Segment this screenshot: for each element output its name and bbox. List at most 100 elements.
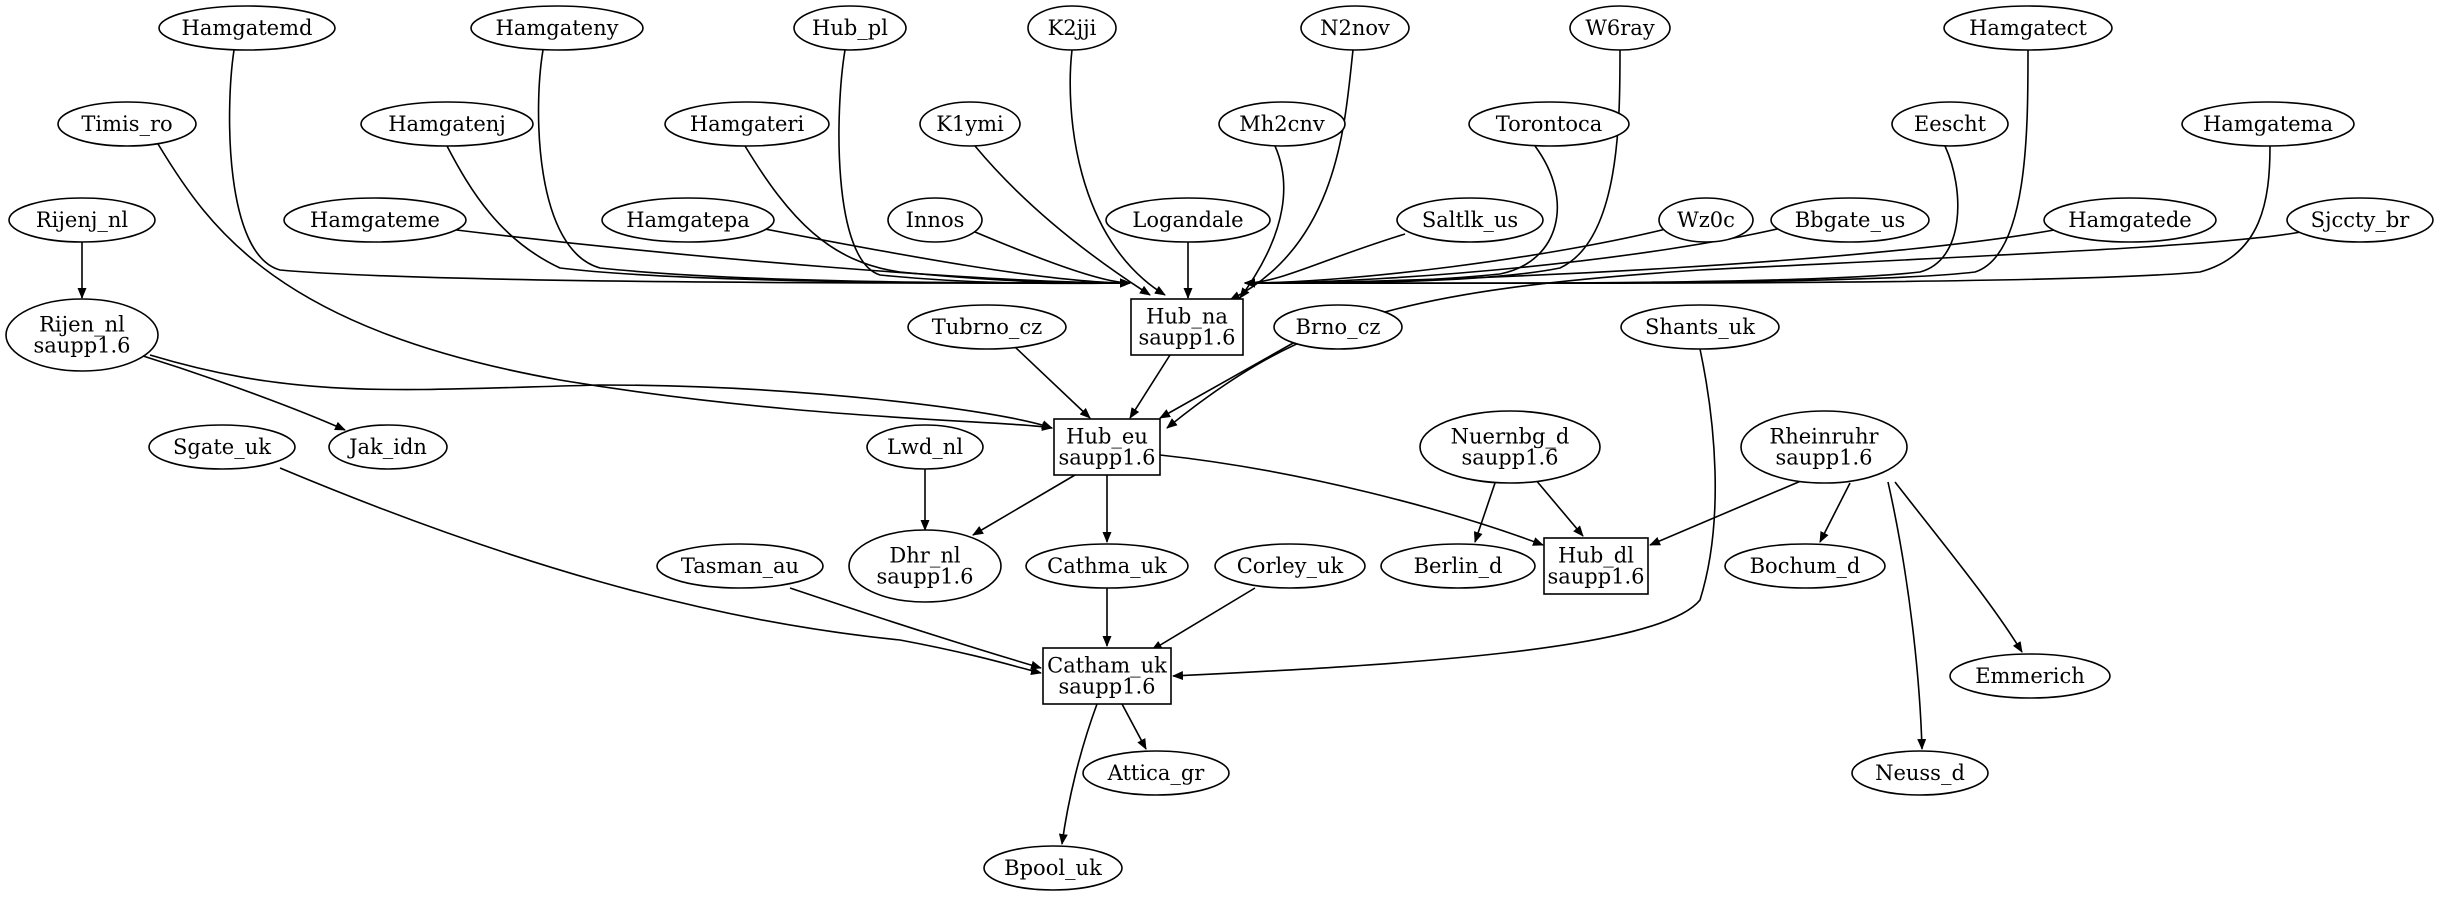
node-tubrno-cz: Tubrno_cz bbox=[907, 304, 1067, 350]
node-label: Eescht bbox=[1914, 112, 1987, 136]
node-brno-cz: Brno_cz bbox=[1273, 304, 1403, 350]
node-label: Neuss_d bbox=[1875, 761, 1965, 785]
node-label: Hamgateme bbox=[310, 208, 440, 232]
edge-n2nov-to-hub-na bbox=[1229, 49, 1354, 301]
node-emmerich: Emmerich bbox=[1949, 653, 2111, 699]
edge-tubrno-cz-to-hub-eu bbox=[1014, 346, 1091, 419]
node-logandale: Logandale bbox=[1105, 197, 1271, 243]
node-berlin-d: Berlin_d bbox=[1380, 543, 1536, 589]
edge-hamgatemd-to-hub-na bbox=[228, 49, 1131, 288]
node-label: Torontoca bbox=[1496, 112, 1603, 136]
edge-hamgatema-to-hub-na bbox=[1244, 145, 2271, 288]
node-shape-ellipse bbox=[1468, 101, 1630, 147]
node-rijenj-nl: Rijenj_nl bbox=[8, 197, 156, 243]
node-label: Hamgatenj bbox=[388, 112, 506, 136]
node-torontoca: Torontoca bbox=[1468, 101, 1630, 147]
edge-rheinruhr-to-bochum-d bbox=[1819, 482, 1851, 543]
node-hamgatema: Hamgatema bbox=[2181, 101, 2355, 147]
node-hamgateme: Hamgateme bbox=[283, 197, 467, 243]
node-label: K1ymi bbox=[936, 112, 1004, 136]
node-corley-uk: Corley_uk bbox=[1214, 543, 1366, 589]
node-label: Corley_uk bbox=[1237, 554, 1344, 578]
node-label: Hamgateri bbox=[690, 112, 805, 136]
edge-mh2cnv-to-hub-na bbox=[1239, 145, 1285, 299]
edge-tasman-au-to-catham-uk bbox=[789, 587, 1042, 670]
edge-k1ymi-to-hub-na bbox=[974, 145, 1151, 296]
edge-nuernbg-d-to-hub-dl bbox=[1534, 478, 1584, 537]
node-hamgatect: Hamgatect bbox=[1943, 5, 2113, 51]
node-label: Tubrno_cz bbox=[932, 315, 1043, 339]
node-shape-ellipse bbox=[1943, 5, 2113, 51]
node-shape-ellipse bbox=[1082, 750, 1230, 796]
node-shape-ellipse bbox=[1396, 197, 1544, 243]
node-shape-ellipse bbox=[866, 424, 984, 470]
edge-rijen-nl-to-hub-eu bbox=[149, 354, 1053, 429]
node-label: Wz0c bbox=[1677, 208, 1735, 232]
node-label: Hamgatema bbox=[2203, 112, 2333, 136]
node-label: Shants_uk bbox=[1645, 315, 1755, 339]
node-label: Emmerich bbox=[1975, 664, 2085, 688]
edge-w6ray-to-hub-na bbox=[1244, 49, 1621, 288]
edge-hamgatede-to-hub-na bbox=[1244, 225, 2076, 288]
node-shape-box bbox=[1130, 298, 1244, 356]
node-hub-pl: Hub_pl bbox=[793, 5, 907, 51]
node-label: Logandale bbox=[1132, 208, 1243, 232]
node-label: W6ray bbox=[1585, 16, 1655, 40]
node-shape-ellipse bbox=[793, 5, 907, 51]
node-hamgatepa: Hamgatepa bbox=[601, 197, 775, 243]
node-shape-ellipse bbox=[1214, 543, 1366, 589]
edge-corley-uk-to-catham-uk bbox=[1151, 587, 1256, 651]
node-shants-uk: Shants_uk bbox=[1620, 304, 1780, 350]
node-label: Berlin_d bbox=[1414, 554, 1503, 578]
node-shape-ellipse bbox=[907, 304, 1067, 350]
edge-shants-uk-to-catham-uk bbox=[1172, 348, 1716, 681]
edge-hub-eu-to-hub-dl bbox=[1159, 454, 1544, 546]
node-label: Mh2cnv bbox=[1239, 112, 1325, 136]
edge-sgate-uk-to-catham-uk bbox=[279, 467, 1042, 676]
node-mh2cnv: Mh2cnv bbox=[1218, 101, 1346, 147]
edge-rheinruhr-to-hub-dl bbox=[1649, 474, 1816, 546]
edge-hub-eu-to-dhr-nl bbox=[972, 474, 1076, 536]
node-bochum-d: Bochum_d bbox=[1724, 543, 1886, 589]
node-label: Sgate_uk bbox=[173, 435, 271, 459]
node-shape-box bbox=[1543, 537, 1649, 595]
node-label: Innos bbox=[906, 208, 965, 232]
node-label: Bochum_d bbox=[1750, 554, 1861, 578]
node-saltlk-us: Saltlk_us bbox=[1396, 197, 1544, 243]
node-w6ray: W6ray bbox=[1569, 5, 1671, 51]
node-innos: Innos bbox=[887, 197, 983, 243]
edge-rheinruhr-to-emmerich bbox=[1894, 481, 2023, 653]
node-shape-ellipse bbox=[1851, 750, 1989, 796]
node-shape-ellipse bbox=[1025, 543, 1189, 589]
node-timis-ro: Timis_ro bbox=[57, 101, 197, 147]
node-shape-ellipse bbox=[1658, 197, 1754, 243]
node-shape-ellipse bbox=[148, 424, 296, 470]
node-label: saupp1.6 bbox=[1058, 675, 1155, 699]
edge-sjccty-br-to-hub-eu bbox=[1166, 229, 2311, 429]
node-label: Lwd_nl bbox=[887, 435, 963, 459]
node-shape-ellipse bbox=[1770, 197, 1930, 243]
node-label: Hamgatect bbox=[1969, 16, 2087, 40]
node-shape-ellipse bbox=[1105, 197, 1271, 243]
node-hamgatenj: Hamgatenj bbox=[360, 101, 534, 147]
node-bpool-uk: Bpool_uk bbox=[983, 845, 1123, 891]
node-shape-ellipse bbox=[158, 5, 336, 51]
edge-catham-uk-to-bpool-uk bbox=[1058, 703, 1098, 845]
node-hamgatede: Hamgatede bbox=[2043, 197, 2217, 243]
edge-rijen-nl-to-jak-idn bbox=[139, 354, 346, 431]
node-shape-ellipse bbox=[1419, 410, 1601, 484]
node-label: Hamgatede bbox=[2068, 208, 2191, 232]
edge-rheinruhr-to-neuss-d bbox=[1887, 481, 1927, 750]
node-shape-ellipse bbox=[328, 424, 448, 470]
node-label: Attica_gr bbox=[1107, 761, 1206, 785]
node-label: Timis_ro bbox=[81, 112, 172, 136]
node-n2nov: N2nov bbox=[1300, 5, 1410, 51]
node-eescht: Eescht bbox=[1891, 101, 2009, 147]
node-label: Sjccty_br bbox=[2311, 208, 2411, 232]
node-shape-ellipse bbox=[1740, 410, 1908, 484]
